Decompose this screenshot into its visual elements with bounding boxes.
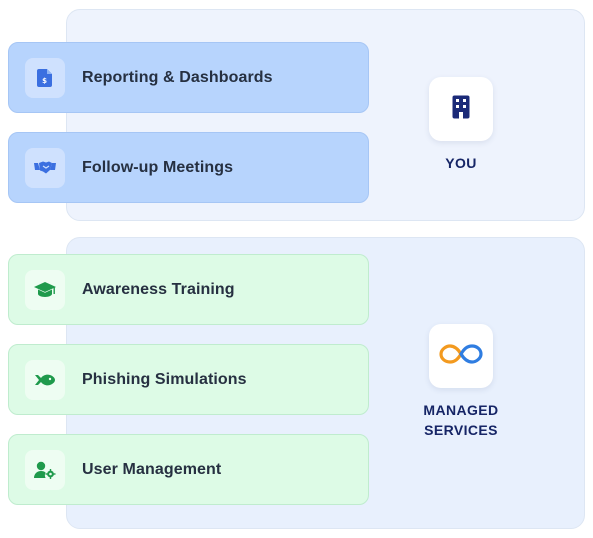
user-management-card[interactable]: User Management xyxy=(8,434,369,505)
follow-up-meetings-label: Follow-up Meetings xyxy=(82,158,234,176)
reporting-dashboards-card[interactable]: $ Reporting & Dashboards xyxy=(8,42,369,113)
you-tile xyxy=(429,77,493,141)
phishing-simulations-label: Phishing Simulations xyxy=(82,370,247,388)
report-icon: $ xyxy=(25,57,65,98)
awareness-training-card[interactable]: Awareness Training xyxy=(8,254,369,325)
user-management-label: User Management xyxy=(82,460,222,478)
svg-text:$: $ xyxy=(42,77,47,85)
you-label: YOU xyxy=(445,155,477,171)
managed-services-actor: MANAGED SERVICES xyxy=(411,324,511,440)
you-actor: YOU xyxy=(429,77,493,173)
infinity-logo xyxy=(437,342,485,371)
managed-services-tile xyxy=(429,324,493,388)
managed-services-label: MANAGED SERVICES xyxy=(423,400,498,440)
phishing-simulations-card[interactable]: Phishing Simulations xyxy=(8,344,369,415)
user-gear-icon xyxy=(25,449,65,490)
building-icon xyxy=(452,95,470,124)
managed-label-line1: MANAGED xyxy=(423,402,499,418)
reporting-dashboards-label: Reporting & Dashboards xyxy=(82,68,273,86)
managed-label-line2: SERVICES xyxy=(424,422,498,438)
follow-up-meetings-card[interactable]: Follow-up Meetings xyxy=(8,132,369,203)
graduation-cap-icon xyxy=(25,269,65,310)
fish-icon xyxy=(25,359,65,400)
awareness-training-label: Awareness Training xyxy=(82,280,235,298)
handshake-icon xyxy=(25,147,65,188)
